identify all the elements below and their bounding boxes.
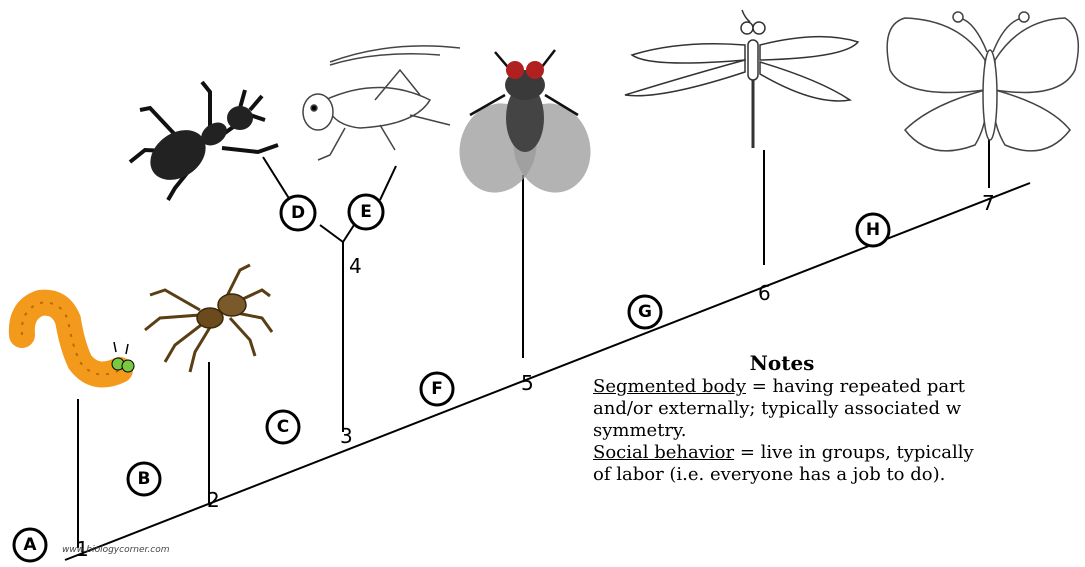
number-5: 5: [521, 371, 534, 395]
branch-d: [320, 225, 343, 242]
node-h: H: [857, 214, 889, 246]
node-a: A: [14, 529, 46, 561]
caterpillar-illustration: [22, 303, 134, 375]
branch-d-up: [263, 157, 290, 200]
branch-e: [343, 225, 354, 242]
number-6: 6: [758, 281, 771, 305]
node-e-label: E: [360, 202, 372, 222]
social-behavior-def-1: = live in groups, typically: [734, 442, 974, 463]
node-e: E: [349, 195, 383, 229]
spider-illustration: [145, 265, 272, 372]
butterfly-illustration: [887, 12, 1078, 151]
ant-illustration: [130, 82, 278, 200]
node-f-label: F: [431, 379, 443, 399]
number-4: 4: [349, 254, 362, 278]
notes-title: Notes: [593, 352, 957, 374]
number-2: 2: [207, 488, 220, 512]
notes-panel: Notes Segmented body = having repeated p…: [593, 352, 1085, 486]
node-c-label: C: [277, 417, 289, 437]
notes-line-5: of labor (i.e. everyone has a job to do)…: [593, 464, 1085, 486]
node-f: F: [421, 373, 453, 405]
branch-e-up: [380, 166, 396, 200]
social-behavior-term: Social behavior: [593, 442, 734, 463]
fly-illustration: [450, 50, 601, 201]
dragonfly-illustration: [625, 10, 858, 148]
node-g: G: [629, 296, 661, 328]
number-3: 3: [340, 424, 353, 448]
node-d-label: D: [291, 203, 305, 223]
node-a-label: A: [23, 535, 37, 555]
notes-line-2: and/or externally; typically associated …: [593, 398, 1085, 420]
node-g-label: G: [638, 302, 652, 322]
node-h-label: H: [866, 220, 880, 240]
notes-line-4: Social behavior = live in groups, typica…: [593, 442, 1085, 464]
cricket-illustration: [303, 46, 460, 160]
segmented-body-def-1: = having repeated part: [746, 376, 965, 397]
node-b: B: [128, 463, 160, 495]
notes-line-1: Segmented body = having repeated part: [593, 376, 1085, 398]
segmented-body-term: Segmented body: [593, 376, 746, 397]
node-d: D: [281, 196, 315, 230]
number-7: 7: [982, 191, 995, 215]
node-b-label: B: [138, 469, 151, 489]
node-c: C: [267, 411, 299, 443]
notes-line-3: symmetry.: [593, 420, 1085, 442]
source-credit: www.biologycorner.com: [62, 545, 170, 555]
